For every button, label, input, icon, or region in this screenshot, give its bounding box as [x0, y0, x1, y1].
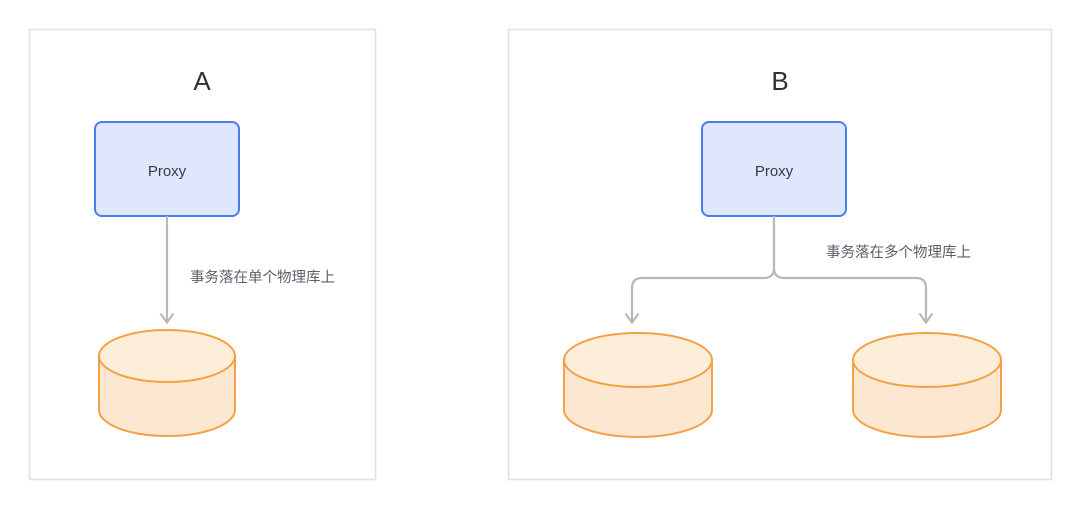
panel-a-title: A	[193, 66, 211, 96]
panel-a-connector	[159, 216, 175, 325]
panel-a-arrow-icon	[159, 312, 175, 325]
panel-b-proxy-node[interactable]: Proxy	[701, 121, 847, 217]
panel-a-db-top[interactable]	[98, 329, 236, 383]
panel-b-connector-right-branch	[772, 267, 928, 322]
panel-b-proxy-label: Proxy	[755, 163, 794, 180]
panel-a-proxy-label: Proxy	[148, 163, 187, 180]
panel-b-db1-top[interactable]	[563, 332, 713, 388]
panel-b-database-1[interactable]	[563, 332, 713, 438]
panel-b-database-2[interactable]	[852, 332, 1002, 438]
panel-b: B Proxy 事务落在多个物理库上	[507, 28, 1053, 481]
panel-b-db2-top[interactable]	[852, 332, 1002, 388]
panel-b-arrow-right-icon	[918, 312, 934, 325]
panel-b-edge-label: 事务落在多个物理库上	[826, 244, 971, 261]
panel-b-connector	[624, 216, 934, 325]
panel-b-arrow-left-icon	[624, 312, 640, 325]
panel-a-proxy-node[interactable]: Proxy	[94, 121, 240, 217]
panel-a-database[interactable]	[98, 329, 236, 437]
panel-a: A Proxy 事务落在单个物理库上	[28, 28, 377, 481]
panel-a-edge-label: 事务落在单个物理库上	[190, 269, 335, 286]
panel-b-title: B	[771, 66, 788, 96]
panel-b-connector-left-branch	[630, 267, 776, 322]
